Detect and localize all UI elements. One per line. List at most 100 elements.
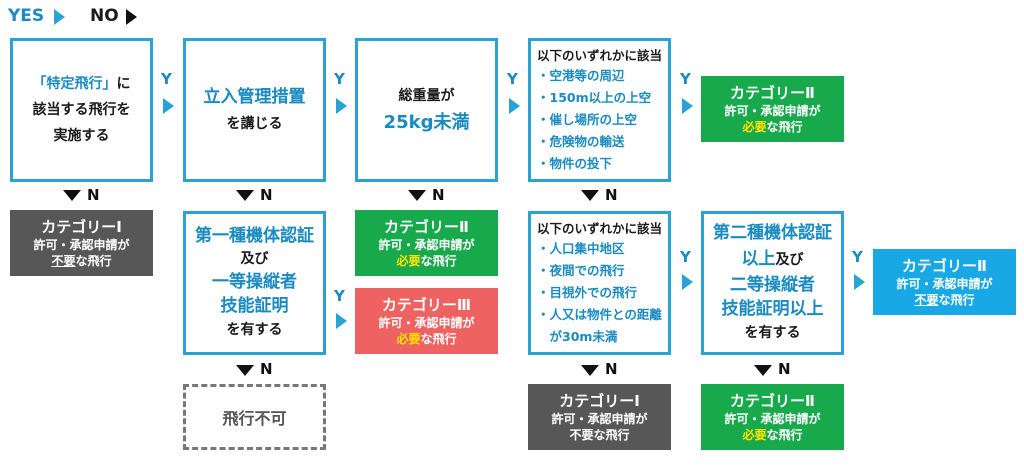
y-label-q6: Y [680,248,691,266]
no-flight-box: 飛行不可 [183,384,326,450]
n-label-q4: N [605,186,618,204]
q1-line1a: 「特定飛行」 [32,76,117,92]
cat3-required: 必要 [396,332,421,346]
q7-line1: 第二種機体認証 [713,223,832,243]
q4-item: ・物件の投下 [537,156,613,171]
category-3: カテゴリーⅢ 許可・承認申請が 必要な飛行 [355,288,498,354]
q4-item: ・催し場所の上空 [537,112,638,127]
q5-line1: 第一種機体認証 [195,226,314,246]
legend-yes-label: YES [8,6,45,26]
cat2-top-desc2: な飛行 [766,120,803,134]
n-label-q5: N [260,360,273,378]
category-2-bottom: カテゴリーⅡ 許可・承認申請が 必要な飛行 [701,384,844,450]
y-arrow-icon [336,313,347,329]
y-arrow-icon [336,98,347,114]
q1-line2: 該当する飛行を [32,102,131,118]
cat1-top-desc2: な飛行 [75,254,112,268]
question-second-class-cert: 第二種機体認証 以上及び 二等操縦者 技能証明以上 を有する [701,211,844,355]
question-risky-flight-list: 以下のいずれかに該当 ・空港等の周辺 ・150m以上の上空 ・催し場所の上空 ・… [528,38,671,182]
n-label-q3: N [432,186,445,204]
category-1-bottom: カテゴリーⅠ 許可・承認申請が 不要な飛行 [528,384,671,450]
y-label-q1: Y [161,70,172,88]
n-arrow-icon [754,365,772,376]
cat2-mid-required: 必要 [396,254,421,268]
q5-line3: 一等操縦者 [212,272,297,292]
q1-line3: 実施する [53,128,110,144]
y-label-q7: Y [852,248,863,266]
y-arrow-icon [163,98,174,114]
n-arrow-icon [63,190,81,201]
q1-line1b: に [116,76,131,92]
category-2-right: カテゴリーⅡ 許可・承認申請が 不要な飛行 [873,249,1016,315]
y-label-q4: Y [680,70,691,88]
cat2-mid-name: カテゴリーⅡ [384,218,469,236]
cat2-right-desc2: な飛行 [938,293,975,307]
q4-item: ・危険物の輸送 [537,134,625,149]
q5-line4: 技能証明 [220,296,289,316]
q7-line3: 二等操縦者 [730,275,815,295]
n-arrow-icon [236,365,254,376]
q2-line2: を講じる [226,116,283,132]
cat1-top-not-required: 不要 [51,254,76,268]
q7-line5: を有する [744,325,801,341]
y-arrow-icon [854,274,865,290]
n-arrow-icon [581,365,599,376]
q6-heading: 以下のいずれかに該当 [537,221,663,236]
legend-yes-arrow-icon [54,9,65,25]
cat2-bottom-desc2: な飛行 [766,428,803,442]
cat2-mid-desc2: な飛行 [420,254,457,268]
q4-heading: 以下のいずれかに該当 [537,48,663,63]
question-weight: 総重量が 25kg未満 [355,38,498,182]
q4-item: ・150m以上の上空 [537,90,652,105]
cat2-top-required: 必要 [742,120,767,134]
n-label-q7: N [778,360,791,378]
n-label-q1: N [87,186,100,204]
y-label-q3: Y [507,70,518,88]
legend-no-label: NO [90,6,119,26]
legend: YES NO [8,4,168,30]
category-2-mid: カテゴリーⅡ 許可・承認申請が 必要な飛行 [355,210,498,276]
q4-item: ・空港等の周辺 [537,68,625,83]
category-2-top: カテゴリーⅡ 許可・承認申請が 必要な飛行 [701,76,844,142]
cat2-mid-desc1: 許可・承認申請が [378,238,475,252]
cat3-name: カテゴリーⅢ [381,296,472,314]
cat1-top-desc1: 許可・承認申請が [33,238,130,252]
cat1-bottom-name: カテゴリーⅠ [559,392,640,410]
cat2-right-desc1: 許可・承認申請が [896,277,993,291]
n-arrow-icon [236,190,254,201]
y-arrow-icon [682,274,693,290]
y-label-q2: Y [334,70,345,88]
q6-item: ・目視外での飛行 [537,285,638,300]
cat2-bottom-desc1: 許可・承認申請が [724,412,821,426]
y-label-q5: Y [334,287,345,305]
q2-line1: 立入管理措置 [203,87,306,107]
n-arrow-icon [581,190,599,201]
n-label-q2: N [260,186,273,204]
n-arrow-icon [408,190,426,201]
cat2-bottom-required: 必要 [742,428,767,442]
cat2-top-desc1: 許可・承認申請が [724,104,821,118]
cat3-desc2: な飛行 [420,332,457,346]
q6-item: ・人又は物件との距離 [537,307,662,322]
question-regulated-flight-list: 以下のいずれかに該当 ・人口集中地区 ・夜間での飛行 ・目視外での飛行 ・人又は… [528,211,671,355]
cat1-top-name: カテゴリーⅠ [41,218,122,236]
cat3-desc1: 許可・承認申請が [378,316,475,330]
cat2-right-not-required: 不要 [914,293,939,307]
q6-item: ・夜間での飛行 [537,263,625,278]
q5-line2: 及び [240,251,269,267]
cat2-top-name: カテゴリーⅡ [730,84,815,102]
cat2-bottom-name: カテゴリーⅡ [730,392,815,410]
cat2-right-name: カテゴリーⅡ [902,257,987,275]
n-label-q6: N [605,360,618,378]
q6-item: が30m未満 [537,329,618,344]
q7-line2b: 及び [775,252,804,268]
question-access-control: 立入管理措置 を講じる [183,38,326,182]
cat1-bottom-desc2: 不要な飛行 [569,428,630,442]
legend-no-arrow-icon [126,9,137,25]
cat1-bottom-desc1: 許可・承認申請が [551,412,648,426]
q7-line4: 技能証明以上 [721,299,824,319]
q7-line2a: 以上 [741,249,776,269]
q5-line5: を有する [226,322,283,338]
q6-item: ・人口集中地区 [537,241,625,256]
y-arrow-icon [682,98,693,114]
